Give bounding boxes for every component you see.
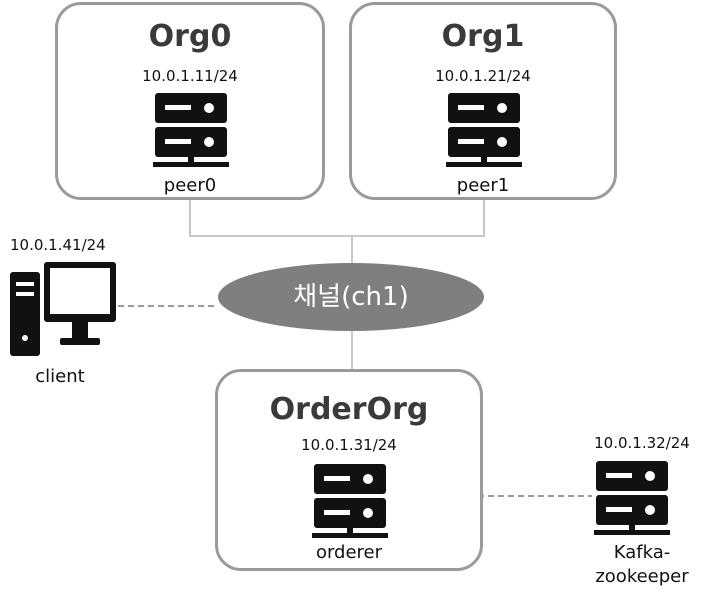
kafka-label-line2: zookeeper <box>595 566 689 587</box>
org0-box: Org0 10.0.1.11/24 peer0 <box>55 2 325 200</box>
org1-ip: 10.0.1.21/24 <box>435 67 531 85</box>
orderorg-title: OrderOrg <box>269 392 429 427</box>
kafka-label-line1: Kafka- <box>613 542 671 563</box>
peer1-link <box>352 199 485 237</box>
server-icon <box>153 91 229 171</box>
channel-ellipse <box>218 263 484 331</box>
orderer-label: orderer <box>315 542 383 563</box>
kafka-ip: 10.0.1.32/24 <box>594 434 690 452</box>
org0-title: Org0 <box>148 19 232 54</box>
org1-box: Org1 10.0.1.21/24 peer1 <box>349 2 617 200</box>
channel-label: 채널(ch1) <box>293 282 409 312</box>
org1-title: Org1 <box>441 19 525 54</box>
peer0-link <box>189 199 353 263</box>
peer0-label: peer0 <box>163 175 217 196</box>
server-icon <box>312 462 388 542</box>
server-icon <box>446 91 522 171</box>
server-icon <box>594 459 670 539</box>
client-ip: 10.0.1.41/24 <box>10 236 106 254</box>
org0-ip: 10.0.1.11/24 <box>142 67 238 85</box>
orderorg-ip: 10.0.1.31/24 <box>301 436 397 454</box>
desktop-computer-icon <box>10 262 116 360</box>
peer1-label: peer1 <box>456 175 510 196</box>
client-label: client <box>35 366 85 387</box>
orderorg-box: OrderOrg 10.0.1.31/24 orderer <box>215 369 483 571</box>
